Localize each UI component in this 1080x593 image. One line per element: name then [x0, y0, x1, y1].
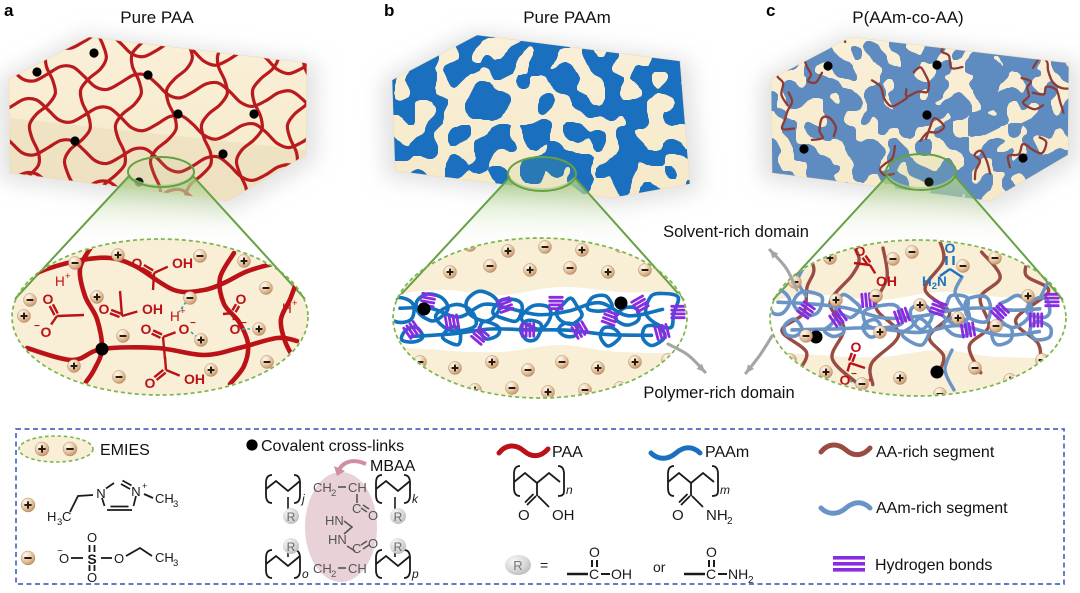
svg-text:3: 3 [57, 517, 62, 528]
svg-text:−: − [57, 546, 63, 557]
svg-text:2: 2 [331, 488, 336, 499]
svg-text:k: k [412, 492, 419, 506]
svg-text:H2N: H2N [922, 274, 947, 292]
svg-text:HN: HN [328, 532, 347, 547]
svg-text:R: R [394, 540, 403, 554]
svg-text:R: R [287, 510, 296, 524]
svg-text:AA-rich segment: AA-rich segment [876, 444, 995, 461]
svg-text:CH: CH [313, 561, 332, 576]
svg-text:or: or [653, 559, 666, 575]
svg-text:PAA: PAA [552, 444, 583, 461]
svg-text:AAm-rich segment: AAm-rich segment [876, 500, 1008, 517]
svg-text:O: O [840, 372, 851, 388]
svg-text:O: O [43, 291, 54, 307]
svg-text:p: p [411, 567, 419, 581]
svg-text:a: a [4, 1, 14, 20]
svg-text:Pure PAA: Pure PAA [120, 8, 194, 27]
svg-text:MBAA: MBAA [370, 458, 416, 475]
svg-text:CH: CH [155, 550, 174, 565]
svg-text:+: + [292, 298, 298, 309]
svg-text:+: + [65, 271, 71, 282]
svg-text:HN: HN [325, 513, 344, 528]
svg-text:C: C [589, 566, 599, 582]
svg-text:Covalent cross-links: Covalent cross-links [261, 438, 404, 455]
svg-text:O: O [855, 243, 866, 259]
svg-text:OH: OH [876, 273, 897, 289]
svg-text:NH: NH [706, 507, 728, 524]
svg-text:b: b [384, 1, 394, 20]
svg-text:R: R [287, 540, 296, 554]
svg-text:PAAm: PAAm [705, 444, 749, 461]
svg-text:N: N [96, 486, 105, 501]
svg-text:O: O [99, 301, 110, 317]
svg-text:R: R [513, 558, 522, 573]
svg-text:O: O [179, 321, 190, 337]
svg-text:3: 3 [173, 499, 178, 510]
svg-text:OH: OH [142, 301, 163, 317]
svg-text:C: C [706, 566, 716, 582]
svg-text:OH: OH [184, 371, 205, 387]
svg-text:2: 2 [727, 516, 733, 527]
svg-text:CH: CH [348, 480, 367, 495]
svg-text:−: − [34, 321, 40, 332]
svg-text:CH: CH [155, 491, 174, 506]
svg-text:O: O [945, 240, 956, 256]
svg-text:O: O [368, 536, 378, 551]
svg-text:O: O [368, 508, 378, 523]
svg-text:O: O [141, 321, 152, 337]
svg-text:2: 2 [331, 569, 336, 580]
svg-text:o: o [302, 567, 309, 581]
svg-text:O: O [87, 570, 97, 585]
svg-text:C: C [352, 501, 361, 516]
svg-text:3: 3 [173, 558, 178, 569]
svg-text:+: + [142, 481, 147, 491]
svg-text:2: 2 [748, 575, 754, 586]
svg-text:H: H [55, 274, 65, 289]
svg-text:P(AAm-co-AA): P(AAm-co-AA) [852, 8, 963, 27]
svg-text:−: − [851, 369, 857, 380]
svg-text:S: S [87, 551, 96, 567]
svg-text:Solvent-rich domain: Solvent-rich domain [663, 223, 809, 241]
svg-text:H: H [282, 301, 292, 316]
svg-text:c: c [766, 1, 775, 20]
svg-text:C: C [352, 541, 361, 556]
svg-text:O: O [59, 551, 69, 566]
svg-text:CH: CH [313, 480, 332, 495]
svg-text:R: R [394, 510, 403, 524]
svg-text:n: n [566, 483, 573, 497]
svg-text:−: − [241, 318, 247, 329]
svg-text:OH: OH [552, 507, 575, 524]
svg-text:O: O [132, 255, 143, 271]
svg-text:O: O [145, 375, 156, 391]
svg-text:m: m [720, 483, 730, 497]
svg-text:+: + [867, 375, 872, 385]
svg-text:−: − [190, 318, 196, 329]
svg-text:Pure PAAm: Pure PAAm [523, 8, 611, 27]
svg-text:O: O [114, 551, 124, 566]
svg-text:OH: OH [611, 566, 632, 582]
svg-text:N: N [131, 484, 140, 499]
svg-text:Hydrogen bonds: Hydrogen bonds [875, 557, 992, 574]
svg-text:CH: CH [348, 561, 367, 576]
svg-text:=: = [540, 557, 548, 573]
svg-text:O: O [851, 339, 862, 355]
svg-text:H: H [170, 309, 180, 324]
svg-text:EMIES: EMIES [100, 442, 150, 459]
svg-text:Polymer-rich domain: Polymer-rich domain [643, 384, 794, 402]
svg-text:O: O [518, 507, 530, 524]
svg-text:O: O [672, 507, 684, 524]
svg-text:O: O [41, 324, 52, 340]
svg-text:H: H [47, 509, 56, 524]
svg-text:O: O [236, 291, 247, 307]
svg-text:OH: OH [172, 255, 193, 271]
svg-text:O: O [87, 530, 97, 545]
svg-text:O: O [706, 544, 717, 560]
svg-text:O: O [589, 544, 600, 560]
svg-text:NH: NH [728, 566, 748, 582]
svg-text:j: j [300, 492, 305, 506]
svg-text:O: O [230, 321, 241, 337]
svg-text:C: C [62, 509, 71, 524]
svg-text:+: + [180, 306, 186, 317]
